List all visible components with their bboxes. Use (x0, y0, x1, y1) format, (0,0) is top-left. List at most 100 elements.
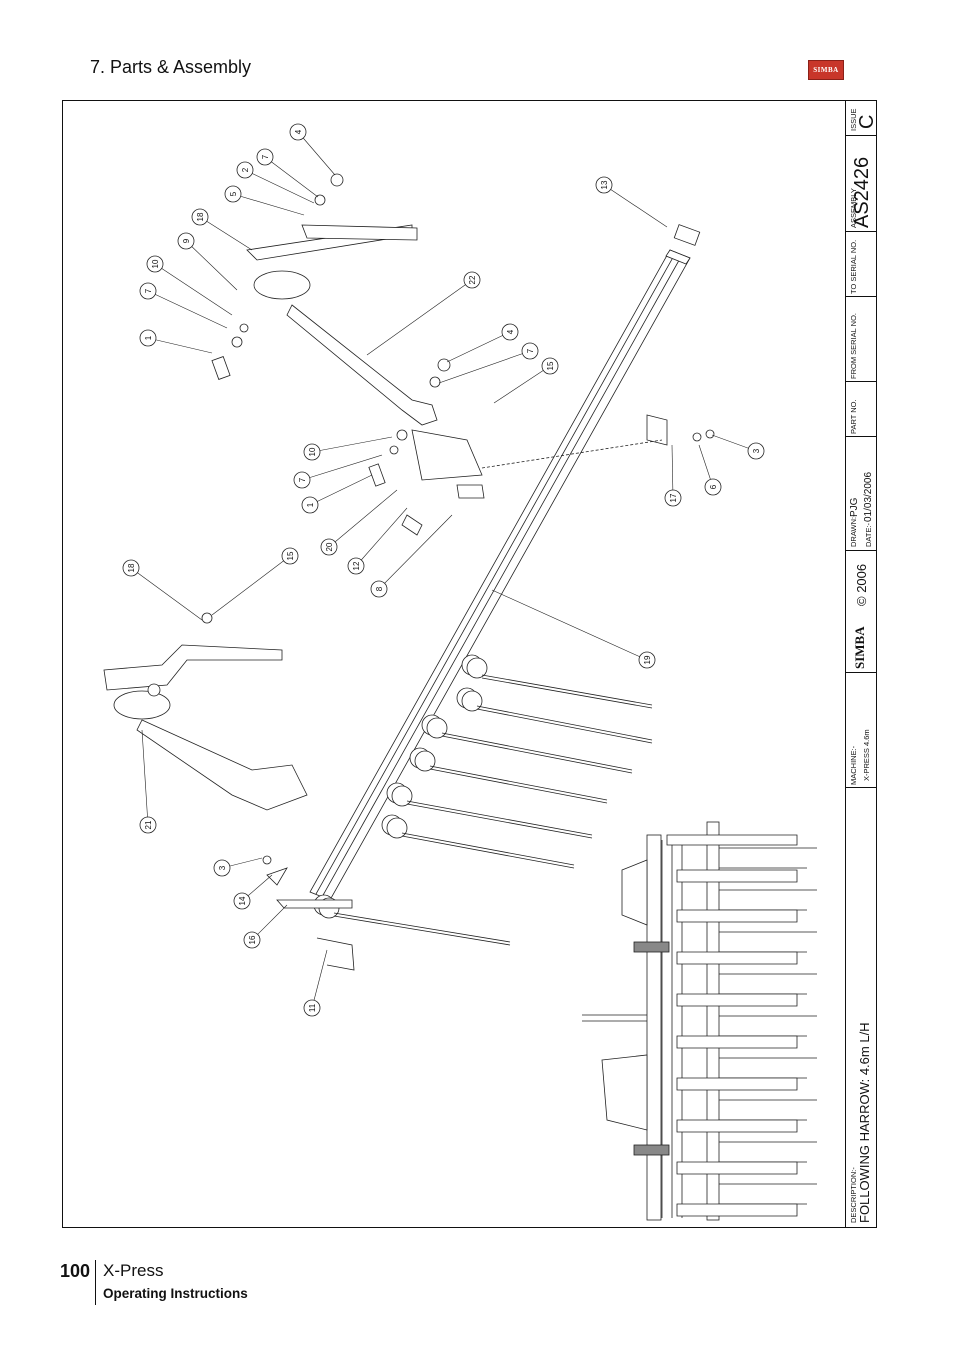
callout-leader (141, 729, 149, 826)
callout-leader (147, 290, 228, 329)
callout-leader (244, 169, 315, 204)
callout-leader (297, 131, 336, 176)
exploded-parts-drawing: 4725189107113224715107120128361718151921… (103, 123, 817, 1221)
end-cap (673, 224, 701, 246)
callout-bubble (139, 282, 157, 300)
callout-bubble (320, 538, 338, 556)
callout-bubble (704, 478, 722, 496)
callout-leader (366, 279, 473, 356)
callout-leader (491, 589, 648, 661)
tines (313, 654, 653, 946)
callout-number: 21 (144, 820, 153, 829)
section-title: 7. Parts & Assembly (90, 57, 252, 77)
callout-bubble (233, 892, 251, 910)
mid-bracket (368, 358, 715, 536)
tb-description: DESCRIPTION:- FOLLOWING HARROW: 4.6m L/H (849, 1022, 872, 1223)
simba-logo: SIMBA (808, 60, 844, 80)
callout-bubble (301, 496, 319, 514)
callout-number: 10 (151, 259, 160, 268)
callout-number: 18 (127, 563, 136, 572)
callout-number: 7 (526, 348, 535, 353)
callout-leader (446, 331, 511, 363)
callout-number: 18 (196, 212, 205, 221)
callout-number: 2 (241, 167, 250, 172)
callout-bubble (139, 329, 157, 347)
lower-bracket (103, 612, 355, 971)
callout-bubble (303, 443, 321, 461)
callout-bubble (243, 931, 261, 949)
callout-bubble (664, 489, 682, 507)
callout-number: 20 (325, 542, 334, 551)
callout-leader (301, 454, 383, 481)
callout-number: 4 (506, 329, 515, 334)
callout-number: 17 (669, 493, 678, 502)
callout-number: 10 (308, 447, 317, 456)
callout-leader (232, 193, 305, 216)
upper-bracket (211, 173, 438, 426)
callout-leader (438, 350, 531, 384)
document-subtitle: Operating Instructions (103, 1286, 248, 1301)
callout-leader (147, 337, 213, 354)
callout-number: 7 (298, 477, 307, 482)
callout-bubble (303, 999, 321, 1017)
callout-bubble (370, 580, 388, 598)
callout-leader (311, 436, 393, 453)
callout-bubble (236, 161, 254, 179)
callout-bubbles: 4725189107113224715107120128361718151921… (122, 123, 765, 1017)
callout-bubble (122, 559, 140, 577)
callout-bubble (224, 185, 242, 203)
tb-issue: ISSUE C (846, 101, 878, 136)
callout-bubble (256, 148, 274, 166)
callout-number: 11 (308, 1003, 317, 1012)
callout-number: 22 (468, 275, 477, 284)
callout-bubble (541, 357, 559, 375)
callout-leader (603, 184, 668, 228)
tb-machine: MACHINE:- X-PRESS 4.6m (846, 673, 877, 788)
callout-leader (264, 156, 319, 198)
footer-divider (95, 1260, 96, 1305)
callout-number: 1 (306, 502, 315, 507)
callout-leader (328, 489, 398, 548)
page-number: 100 (60, 1261, 91, 1281)
title-block: ISSUE C ASSEMBLY AS2426 TO SERIAL NO. FR… (845, 101, 878, 1227)
callout-number: 3 (752, 448, 761, 453)
tb-brand: SIMBA © 2006 (846, 551, 877, 673)
callout-number: 6 (709, 484, 718, 489)
callout-bubble (747, 442, 765, 460)
callout-leader (211, 555, 291, 616)
callout-bubble (293, 471, 311, 489)
callout-bubble (281, 547, 299, 565)
callout-leader (378, 514, 453, 590)
tb-drawn-date: DRAWN:- PJG DATE:- 01/03/2006 (846, 437, 877, 551)
drawing-frame (62, 100, 877, 1228)
callout-number: 1 (144, 335, 153, 340)
tb-assembly: ASSEMBLY AS2426 (846, 136, 877, 232)
callout-number: 9 (182, 238, 191, 243)
callout-leader (671, 444, 674, 499)
callout-bubble (146, 255, 164, 273)
callout-number: 19 (643, 655, 652, 664)
callout-bubble (347, 557, 365, 575)
main-tube (309, 249, 691, 901)
callout-number: 15 (286, 551, 295, 560)
callout-number: 7 (144, 288, 153, 293)
callout-number: 5 (229, 191, 238, 196)
callout-leader (493, 365, 551, 404)
callout-number: 12 (352, 561, 361, 570)
callout-leader (311, 949, 328, 1009)
callout-bubble (177, 232, 195, 250)
callout-leader (309, 474, 373, 506)
callout-bubble (139, 816, 157, 834)
callout-bubble (191, 208, 209, 226)
tb-from-serial: FROM SERIAL NO. (846, 297, 877, 382)
callout-bubble (521, 342, 539, 360)
callout-leader (185, 240, 238, 291)
tb-part-no: PART NO. (846, 382, 877, 437)
callout-bubble (463, 271, 481, 289)
callout-bubble (595, 176, 613, 194)
callout-number: 4 (294, 129, 303, 134)
callout-leader (130, 567, 203, 621)
callout-number: 7 (261, 154, 270, 159)
callout-number: 14 (238, 896, 247, 905)
tb-to-serial: TO SERIAL NO. (846, 232, 877, 297)
